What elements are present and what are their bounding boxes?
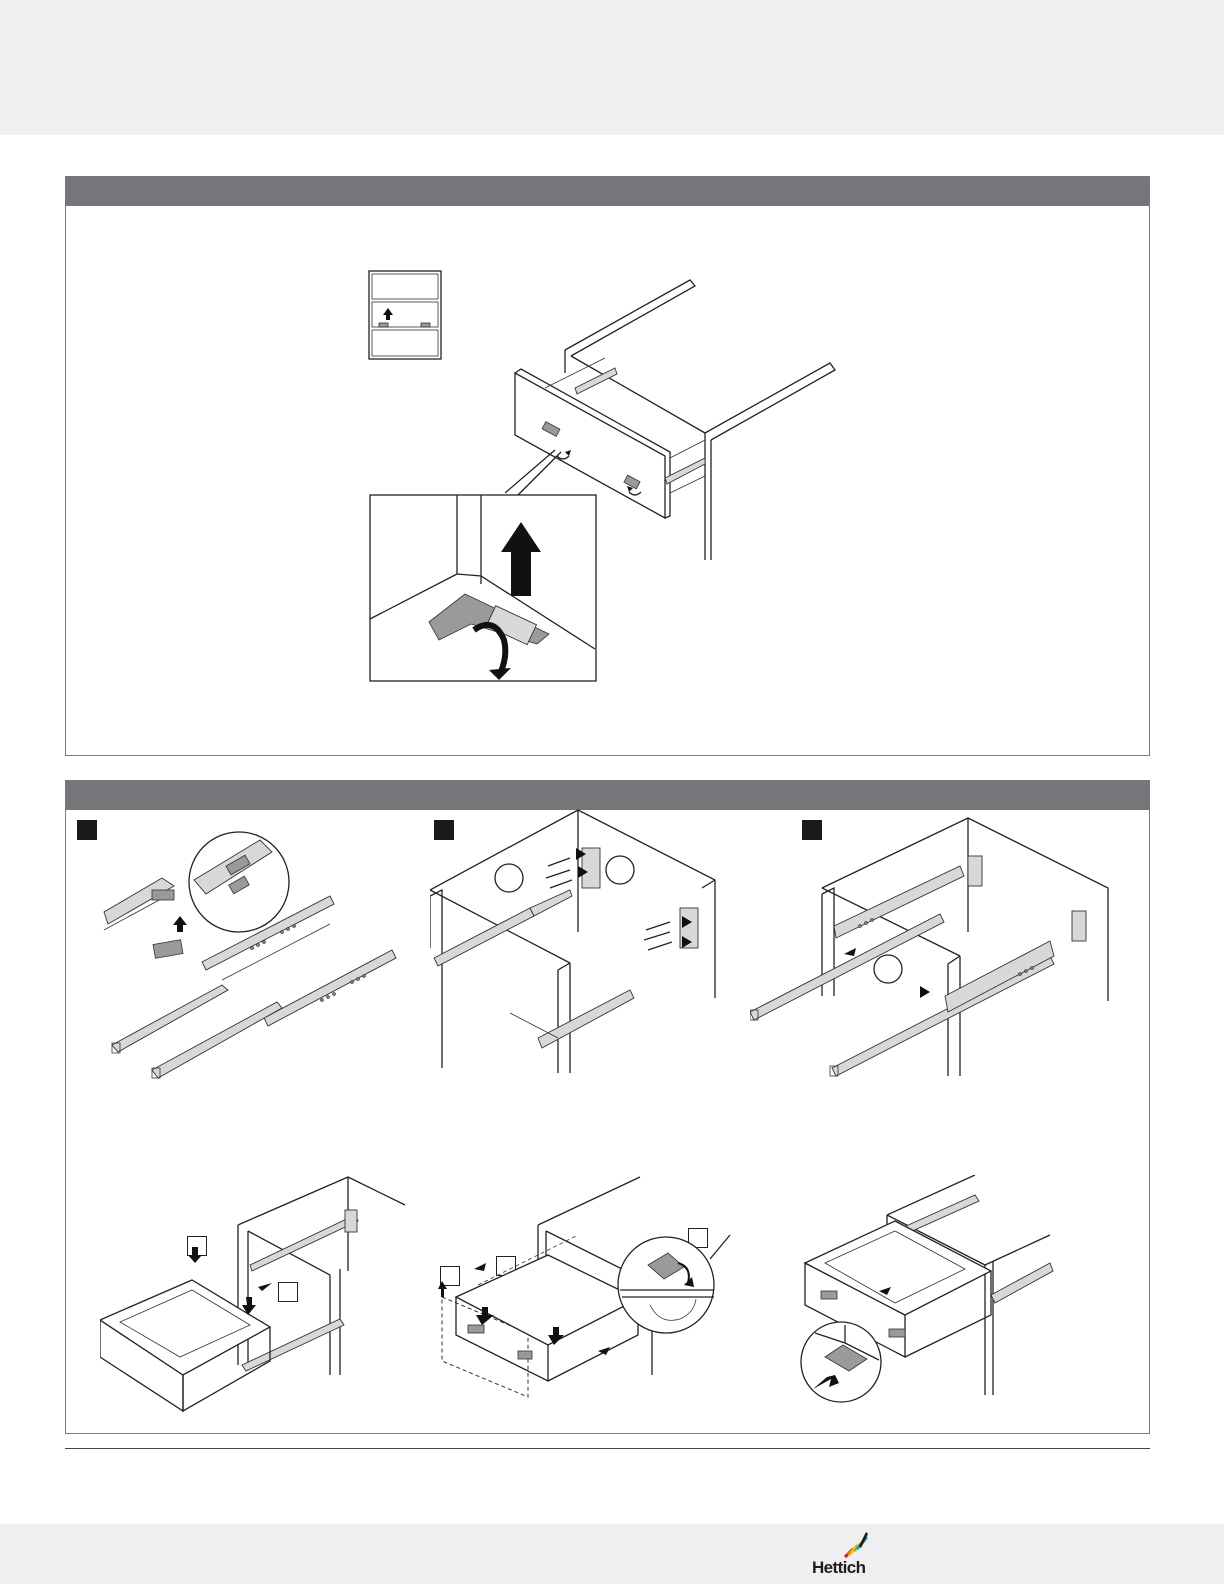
drawer-installed-illustration — [795, 1175, 1065, 1425]
drawer-placement-illustration — [100, 1175, 410, 1415]
hettich-logo: Hettich — [812, 1530, 876, 1580]
footer-divider — [65, 1448, 1150, 1449]
step-2-runner-mounting-illustration — [430, 808, 725, 1083]
installation-section-header — [66, 781, 1149, 810]
arrow-icon — [383, 308, 393, 320]
step-3-runner-extension-illustration — [750, 816, 1120, 1086]
drawer-locking-illustration — [438, 1175, 738, 1415]
callout-circle — [606, 856, 634, 884]
bottom-margin-band — [0, 1524, 1224, 1584]
screw-icon — [546, 858, 672, 950]
brand-name: Hettich — [812, 1558, 865, 1578]
removal-section-header — [66, 177, 1149, 206]
callout-circle — [874, 955, 902, 983]
locking-device-detail-illustration — [369, 494, 599, 684]
step-1-badge — [77, 820, 97, 840]
cabinet-front-overview-illustration — [368, 270, 444, 362]
callout-circle — [495, 864, 523, 892]
logo-stripes-icon — [842, 1530, 868, 1558]
top-margin-band — [0, 0, 1224, 135]
arrow-icon — [173, 916, 187, 932]
step-1-runner-preparation-illustration — [102, 830, 412, 1090]
